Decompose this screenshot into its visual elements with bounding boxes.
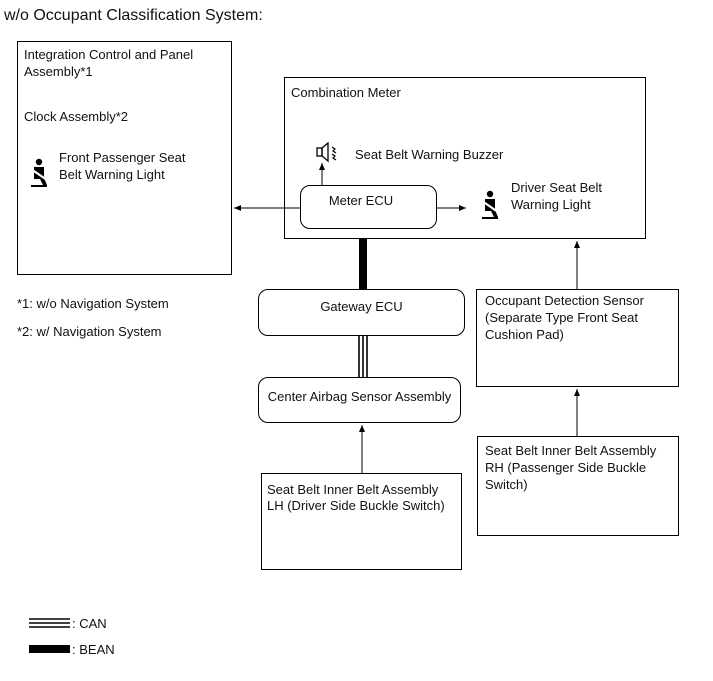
integration-label-line1: Integration Control and Panel	[24, 47, 194, 62]
meter-ecu-box	[300, 185, 437, 229]
center-airbag-sensor-label: Center Airbag Sensor Assembly	[267, 389, 452, 404]
rh-buckle-switch-box	[477, 436, 679, 536]
rh-buckle-line2: RH (Passenger Side Buckle	[485, 460, 647, 475]
gateway-ecu-label: Gateway ECU	[320, 299, 403, 314]
footnote-2: *2: w/ Navigation System	[17, 324, 162, 339]
combination-meter-label: Combination Meter	[291, 85, 401, 100]
footnote-1: *1: w/o Navigation System	[17, 296, 169, 311]
center-airbag-sensor-box	[258, 377, 461, 423]
lh-buckle-line1: Seat Belt Inner Belt Assembly	[267, 482, 439, 497]
legend-can-label: : CAN	[72, 616, 107, 631]
occupant-sensor-line3: Cushion Pad)	[485, 327, 564, 342]
front-passenger-warning-line1: Front Passenger Seat	[59, 150, 186, 165]
seatbelt-buzzer-label: Seat Belt Warning Buzzer	[355, 147, 504, 162]
driver-warning-line2: Warning Light	[511, 197, 591, 212]
legend-bean-symbol	[29, 645, 70, 653]
occupant-sensor-line1: Occupant Detection Sensor	[485, 293, 644, 308]
driver-warning-line1: Driver Seat Belt	[511, 180, 603, 195]
can-line	[358, 336, 368, 377]
integration-control-panel-box	[17, 41, 232, 275]
driver-seatbelt-warning-icon	[481, 190, 499, 219]
diagram-title: w/o Occupant Classification System:	[4, 7, 263, 24]
lh-buckle-line2: LH (Driver Side Buckle Switch)	[267, 498, 445, 513]
rh-buckle-line1: Seat Belt Inner Belt Assembly	[485, 443, 657, 458]
gateway-ecu-box	[258, 289, 465, 336]
seatbelt-warning-icon	[30, 158, 48, 187]
buzzer-icon	[316, 142, 337, 163]
lh-buckle-switch-box	[261, 473, 462, 570]
legend-can-symbol	[29, 618, 70, 628]
occupant-detection-sensor-box	[476, 289, 679, 387]
integration-label-line2: Assembly*1	[24, 64, 93, 79]
legend-bean-label: : BEAN	[72, 642, 115, 657]
front-passenger-warning-line2: Belt Warning Light	[59, 167, 165, 182]
bean-line	[359, 239, 367, 289]
clock-assembly-label: Clock Assembly*2	[24, 109, 129, 124]
occupant-sensor-line2: (Separate Type Front Seat	[485, 310, 638, 325]
meter-ecu-label: Meter ECU	[328, 193, 394, 208]
rh-buckle-line3: Switch)	[485, 477, 528, 492]
